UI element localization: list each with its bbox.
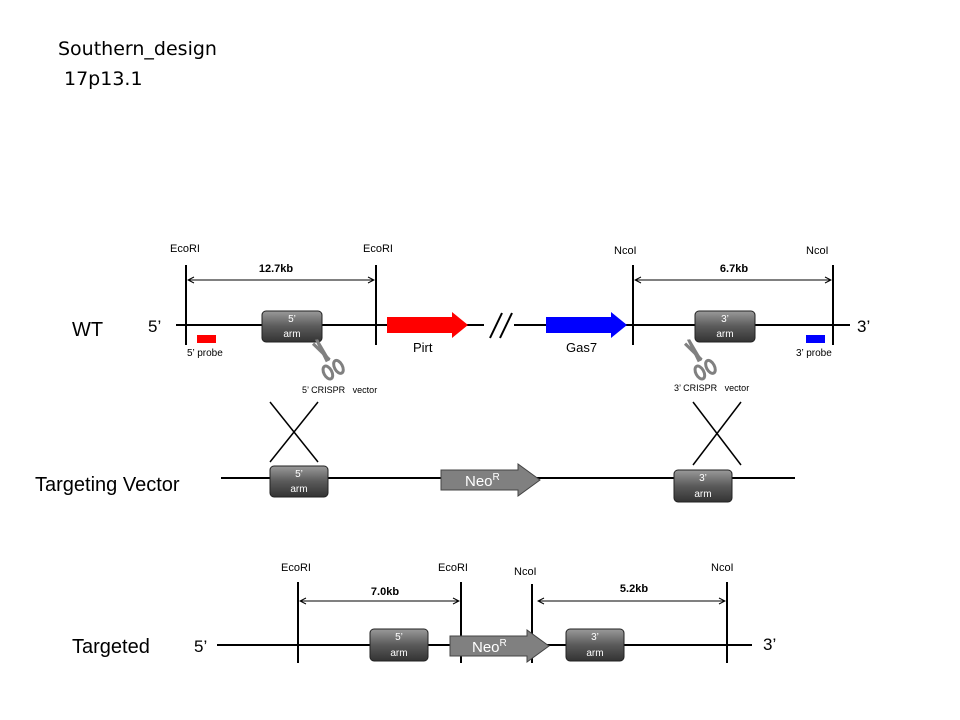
wt-5prime-arm: 5’ arm xyxy=(261,310,323,343)
vector-3prime-arm-top: 3’ xyxy=(699,473,707,484)
wt-ecori-label-1: EcoRI xyxy=(170,243,200,255)
3prime-scissors-icon xyxy=(683,339,717,381)
3prime-crispr-label: 3’ CRISPR vector xyxy=(674,383,749,393)
5prime-crispr-label: 5’ CRISPR vector xyxy=(302,385,377,395)
3prime-probe-label: 3’ probe xyxy=(796,348,832,359)
vector-5prime-arm: 5’ arm xyxy=(269,465,329,498)
vector-5prime-arm-top: 5’ xyxy=(295,469,303,480)
wt-3prime-end: 3’ xyxy=(857,317,870,336)
vector-5prime-arm-bottom: arm xyxy=(290,484,307,495)
5prime-scissors-icon xyxy=(311,339,345,381)
wt-ncoi-label-1: NcoI xyxy=(614,245,637,257)
targeting-vector: Targeting Vector 5’ arm 3’ arm NeoR xyxy=(35,463,795,503)
wt-break-mark-2 xyxy=(499,312,513,339)
vector-neo-cassette: NeoR xyxy=(440,463,541,497)
targeted-3prime-arm-top: 3’ xyxy=(591,632,599,643)
page-title: Southern_design xyxy=(58,38,217,60)
wt-3prime-arm: 3’ arm xyxy=(694,310,756,343)
targeted-3prime-arm-bottom: arm xyxy=(586,648,603,659)
3prime-probe-bar xyxy=(806,335,825,343)
wt-allele: WT 5’ 3’ EcoRI EcoRI NcoI NcoI 12.7kb 6.… xyxy=(72,243,870,395)
3prime-crossover xyxy=(692,401,742,466)
gas7-gene-arrow xyxy=(546,312,627,338)
targeted-5prime-arm-top: 5’ xyxy=(395,632,403,643)
wt-3prime-arm-top: 3’ xyxy=(721,314,729,325)
5prime-probe-bar xyxy=(197,335,216,343)
pirt-label: Pirt xyxy=(413,340,433,355)
vector-3prime-arm-bottom: arm xyxy=(694,489,711,500)
5prime-probe-label: 5’ probe xyxy=(187,348,223,359)
vector-3prime-arm: 3’ arm xyxy=(673,469,733,503)
targeted-ncoi-label-1: NcoI xyxy=(514,566,537,578)
gas7-label: Gas7 xyxy=(566,340,597,355)
targeted-ecori-label-2: EcoRI xyxy=(438,562,468,574)
wt-break-mark-1 xyxy=(489,312,503,339)
targeted-5prime-arm-bottom: arm xyxy=(390,648,407,659)
wt-ncoi-label-2: NcoI xyxy=(806,245,829,257)
wt-5prime-arm-bottom: arm xyxy=(283,329,300,340)
vector-neo-label: Neo xyxy=(465,473,493,490)
targeted-ncoi-label-2: NcoI xyxy=(711,562,734,574)
targeted-neo-label: Neo xyxy=(472,639,500,656)
wt-distance-right: 6.7kb xyxy=(720,263,748,275)
svg-text:NeoR: NeoR xyxy=(472,638,507,656)
5prime-crossover xyxy=(269,401,319,463)
targeted-distance-left: 7.0kb xyxy=(371,586,399,598)
targeted-label: Targeted xyxy=(72,636,150,658)
wt-3prime-arm-bottom: arm xyxy=(716,329,733,340)
wt-5prime-arm-top: 5’ xyxy=(288,314,296,325)
targeted-neo-superscript: R xyxy=(500,638,507,649)
wt-distance-left: 12.7kb xyxy=(259,263,294,275)
vector-neo-superscript: R xyxy=(493,472,500,483)
targeted-allele: Targeted 5’ 3’ EcoRI EcoRI NcoI NcoI 7.0… xyxy=(72,562,776,663)
targeted-3prime-end: 3’ xyxy=(763,635,776,654)
targeted-5prime-arm: 5’ arm xyxy=(369,628,429,662)
wt-5prime-end: 5’ xyxy=(148,317,161,336)
targeted-distance-right: 5.2kb xyxy=(620,583,648,595)
targeted-neo-cassette: NeoR xyxy=(449,629,550,663)
targeted-ecori-label-1: EcoRI xyxy=(281,562,311,574)
targeted-3prime-arm: 3’ arm xyxy=(565,628,625,662)
pirt-gene-arrow xyxy=(387,312,468,338)
locus-label: 17p13.1 xyxy=(64,68,143,90)
wt-ecori-label-2: EcoRI xyxy=(363,243,393,255)
wt-label: WT xyxy=(72,319,103,341)
vector-label: Targeting Vector xyxy=(35,474,180,496)
svg-text:NeoR: NeoR xyxy=(465,472,500,490)
targeted-5prime-end: 5’ xyxy=(194,637,207,656)
